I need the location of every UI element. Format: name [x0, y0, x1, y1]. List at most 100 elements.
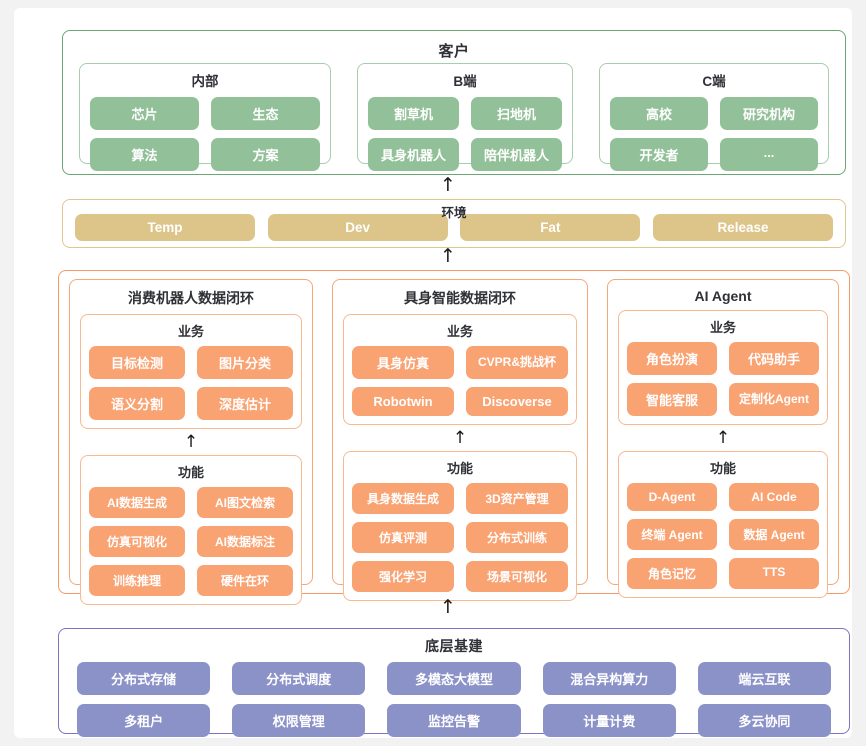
item-depth-estimation[interactable]: 深度估计 [197, 387, 293, 420]
platform-column-2-business-items: 具身仿真 CVPR&挑战杯 Robotwin Discoverse [352, 346, 568, 416]
customer-layer: 客户 内部 芯片 生态 算法 方案 B端 割草机 扫地机 [62, 30, 846, 175]
customer-item-companion-robot[interactable]: 陪伴机器人 [471, 138, 562, 171]
item-smart-customer-service[interactable]: 智能客服 [627, 383, 717, 416]
item-hardware-in-the-loop[interactable]: 硬件在环 [197, 565, 293, 596]
customer-group-internal-title: 内部 [191, 74, 219, 89]
customer-item-chip[interactable]: 芯片 [90, 97, 199, 130]
infra-item-distributed-storage[interactable]: 分布式存储 [77, 662, 211, 695]
customer-item-sweeper[interactable]: 扫地机 [471, 97, 562, 130]
platform-column-1-business-title: 业务 [177, 324, 204, 339]
item-ai-code[interactable]: AI Code [729, 483, 819, 511]
customer-item-research-institute[interactable]: 研究机构 [720, 97, 818, 130]
arrow-up-platform-to-env: ↑ [440, 245, 456, 267]
platform-column-2-title: 具身智能数据闭环 [404, 290, 516, 306]
env-item-dev[interactable]: Dev [267, 214, 448, 241]
platform-column-1-business-items: 目标检测 图片分类 语义分割 深度估计 [89, 346, 293, 420]
platform-column-3-title: AI Agent [694, 288, 752, 304]
environment-layer-title: 环境 [441, 206, 467, 220]
item-scene-visualization[interactable]: 场景可视化 [466, 561, 568, 592]
customer-item-solution[interactable]: 方案 [211, 138, 320, 171]
platform-column-1-function-title: 功能 [177, 465, 204, 480]
item-reinforcement-learning[interactable]: 强化学习 [352, 561, 454, 592]
customer-item-developer[interactable]: 开发者 [610, 138, 708, 171]
item-ai-image-text-retrieval[interactable]: AI图文检索 [197, 487, 293, 518]
item-discoverse[interactable]: Discoverse [466, 387, 568, 416]
item-terminal-agent[interactable]: 终端 Agent [627, 519, 717, 550]
platform-column-consumer-robot-data-loop[interactable]: 消费机器人数据闭环 业务 目标检测 图片分类 语义分割 深度估计 ↑ 功能 [69, 279, 313, 605]
item-image-classification[interactable]: 图片分类 [197, 346, 293, 379]
item-cvpr-challenge-cup[interactable]: CVPR&挑战杯 [466, 346, 568, 379]
env-item-release[interactable]: Release [652, 214, 833, 241]
platform-column-2-function-items: 具身数据生成 3D资产管理 仿真评测 分布式训练 强化学习 场景可视化 [352, 483, 568, 592]
arrow-up-function-to-business-1: ↑ [183, 432, 199, 452]
item-distributed-training[interactable]: 分布式训练 [466, 522, 568, 553]
item-simulation-evaluation[interactable]: 仿真评测 [352, 522, 454, 553]
customer-item-embodied-robot[interactable]: 具身机器人 [368, 138, 459, 171]
item-robotwin[interactable]: Robotwin [352, 387, 454, 416]
infra-item-metering-billing[interactable]: 计量计费 [542, 704, 676, 737]
item-ai-data-generation[interactable]: AI数据生成 [89, 487, 185, 518]
infra-item-permission-management[interactable]: 权限管理 [232, 704, 366, 737]
customer-item-university[interactable]: 高校 [610, 97, 708, 130]
infrastructure-items: 分布式存储 分布式调度 多模态大模型 混合异构算力 端云互联 多租户 权限管理 … [77, 662, 831, 737]
customer-group-b-end-items: 割草机 扫地机 具身机器人 陪伴机器人 [368, 97, 562, 171]
item-simulation-visualization[interactable]: 仿真可视化 [89, 526, 185, 557]
platform-column-3-business-title: 业务 [709, 320, 736, 335]
item-code-assistant[interactable]: 代码助手 [729, 342, 819, 375]
infra-item-distributed-scheduling[interactable]: 分布式调度 [232, 662, 366, 695]
customer-item-mower[interactable]: 割草机 [368, 97, 459, 130]
item-3d-asset-management[interactable]: 3D资产管理 [466, 483, 568, 514]
item-role-memory[interactable]: 角色记忆 [627, 558, 717, 589]
customer-item-more[interactable]: ... [720, 138, 818, 171]
customer-group-c-end-title: C端 [702, 74, 726, 89]
environment-items: Temp Dev Fat Release [75, 214, 833, 241]
customer-item-ecosystem[interactable]: 生态 [211, 97, 320, 130]
infra-item-multi-cloud-collaboration[interactable]: 多云协同 [697, 704, 831, 737]
item-tts[interactable]: TTS [729, 558, 819, 589]
environment-layer: 环境 Temp Dev Fat Release [62, 199, 846, 248]
arrow-up-env-to-customer: ↑ [440, 174, 456, 196]
infra-item-multi-tenant[interactable]: 多租户 [77, 704, 211, 737]
platform-column-1-title: 消费机器人数据闭环 [128, 290, 254, 306]
item-embodied-data-generation[interactable]: 具身数据生成 [352, 483, 454, 514]
item-data-agent[interactable]: 数据 Agent [729, 519, 819, 550]
item-d-agent[interactable]: D-Agent [627, 483, 717, 511]
customer-group-c-end[interactable]: C端 高校 研究机构 开发者 ... [599, 63, 829, 171]
infra-item-monitoring-alerting[interactable]: 监控告警 [387, 704, 521, 737]
item-ai-data-annotation[interactable]: AI数据标注 [197, 526, 293, 557]
infra-item-cloud-edge-interconnect[interactable]: 端云互联 [697, 662, 831, 695]
platform-column-ai-agent[interactable]: AI Agent 业务 角色扮演 代码助手 智能客服 定制化Agent ↑ 功能 [607, 279, 839, 598]
platform-column-2-business-title: 业务 [446, 324, 473, 339]
platform-column-2-function-box: 功能 具身数据生成 3D资产管理 仿真评测 分布式训练 强化学习 场景可视化 [343, 451, 577, 601]
customer-group-b-end-title: B端 [453, 74, 477, 89]
env-item-temp[interactable]: Temp [75, 214, 255, 241]
platform-column-embodied-ai-data-loop[interactable]: 具身智能数据闭环 业务 具身仿真 CVPR&挑战杯 Robotwin Disco… [332, 279, 588, 601]
customer-group-c-end-items: 高校 研究机构 开发者 ... [610, 97, 818, 171]
item-training-inference[interactable]: 训练推理 [89, 565, 185, 596]
customer-group-b-end[interactable]: B端 割草机 扫地机 具身机器人 陪伴机器人 [357, 63, 573, 171]
platform-column-2-function-title: 功能 [446, 461, 473, 476]
item-role-playing[interactable]: 角色扮演 [627, 342, 717, 375]
arrow-up-infra-to-platform: ↑ [440, 596, 456, 618]
item-semantic-segmentation[interactable]: 语义分割 [89, 387, 185, 420]
item-object-detection[interactable]: 目标检测 [89, 346, 185, 379]
platform-column-3-business-box: 业务 角色扮演 代码助手 智能客服 定制化Agent [618, 310, 828, 425]
infra-item-multimodal-large-model[interactable]: 多模态大模型 [387, 662, 521, 695]
platform-column-3-function-items: D-Agent AI Code 终端 Agent 数据 Agent 角色记忆 T… [627, 483, 819, 589]
platform-column-1-business-box: 业务 目标检测 图片分类 语义分割 深度估计 [80, 314, 302, 429]
customer-layer-title: 客户 [438, 43, 470, 60]
customer-item-algorithm[interactable]: 算法 [90, 138, 199, 171]
infra-item-hybrid-heterogeneous-computing[interactable]: 混合异构算力 [542, 662, 676, 695]
platform-layer: 消费机器人数据闭环 业务 目标检测 图片分类 语义分割 深度估计 ↑ 功能 [58, 270, 850, 605]
platform-column-1-function-items: AI数据生成 AI图文检索 仿真可视化 AI数据标注 训练推理 硬件在环 [89, 487, 293, 596]
platform-column-3-function-box: 功能 D-Agent AI Code 终端 Agent 数据 Agent 角色记… [618, 451, 828, 598]
platform-column-2-business-box: 业务 具身仿真 CVPR&挑战杯 Robotwin Discoverse [343, 314, 577, 425]
infrastructure-layer-title: 底层基建 [425, 638, 483, 654]
customer-group-internal-items: 芯片 生态 算法 方案 [90, 97, 320, 171]
env-item-fat[interactable]: Fat [460, 214, 641, 241]
arrow-up-function-to-business-2: ↑ [452, 428, 468, 448]
item-embodied-simulation[interactable]: 具身仿真 [352, 346, 454, 379]
item-custom-agent[interactable]: 定制化Agent [729, 383, 819, 416]
customer-group-internal[interactable]: 内部 芯片 生态 算法 方案 [79, 63, 331, 171]
